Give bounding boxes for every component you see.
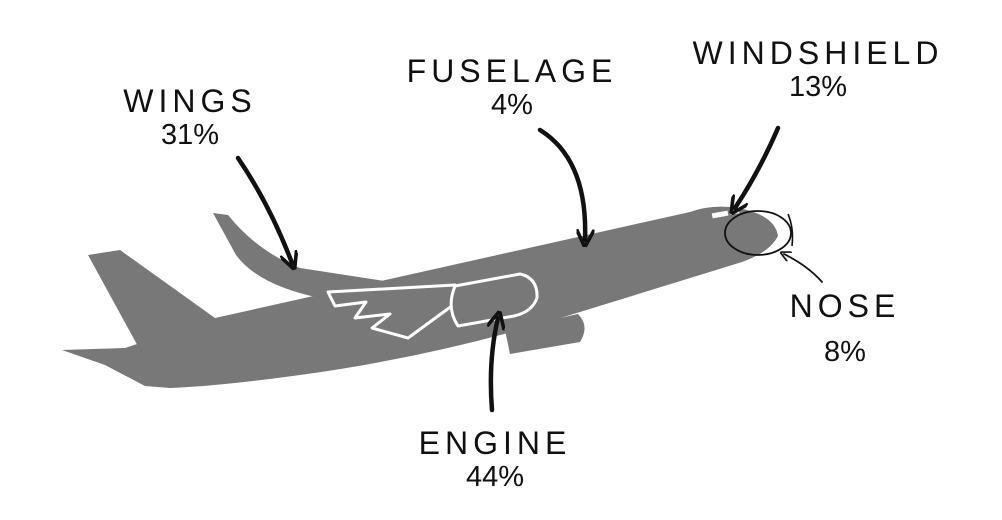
- arrow-windshield: [735, 125, 781, 208]
- arrow-fuselage: [537, 127, 585, 240]
- far-wing: [213, 213, 430, 298]
- part-name: WINGS: [123, 83, 257, 119]
- tail-fin: [88, 250, 215, 350]
- arrow-nose: [784, 254, 823, 283]
- nose-circle: [724, 210, 792, 256]
- arrow-engine: [491, 318, 498, 413]
- part-percent: 8%: [824, 336, 866, 368]
- part-percent: 44%: [465, 461, 525, 493]
- near-engine: [449, 272, 539, 328]
- part-name: ENGINE: [418, 425, 572, 461]
- label-fuselage: FUSELAGE 4%: [392, 55, 632, 120]
- label-windshield: WINDSHIELD 13%: [668, 37, 968, 102]
- part-name: FUSELAGE: [406, 53, 618, 89]
- part-name: NOSE: [789, 288, 901, 324]
- cockpit-window: [711, 210, 729, 219]
- label-engine: ENGINE 44%: [395, 427, 595, 492]
- arrow-wings: [235, 155, 292, 263]
- part-percent: 4%: [491, 89, 533, 121]
- far-engine: [505, 314, 585, 354]
- airplane-silhouette: [62, 206, 778, 388]
- nose-tick: [787, 213, 794, 247]
- part-name: WINDSHIELD: [692, 35, 944, 71]
- part-percent: 13%: [788, 71, 848, 103]
- part-percent: 31%: [160, 119, 220, 151]
- label-nose: NOSE 8%: [770, 290, 920, 367]
- label-wings: WINGS 31%: [105, 85, 275, 150]
